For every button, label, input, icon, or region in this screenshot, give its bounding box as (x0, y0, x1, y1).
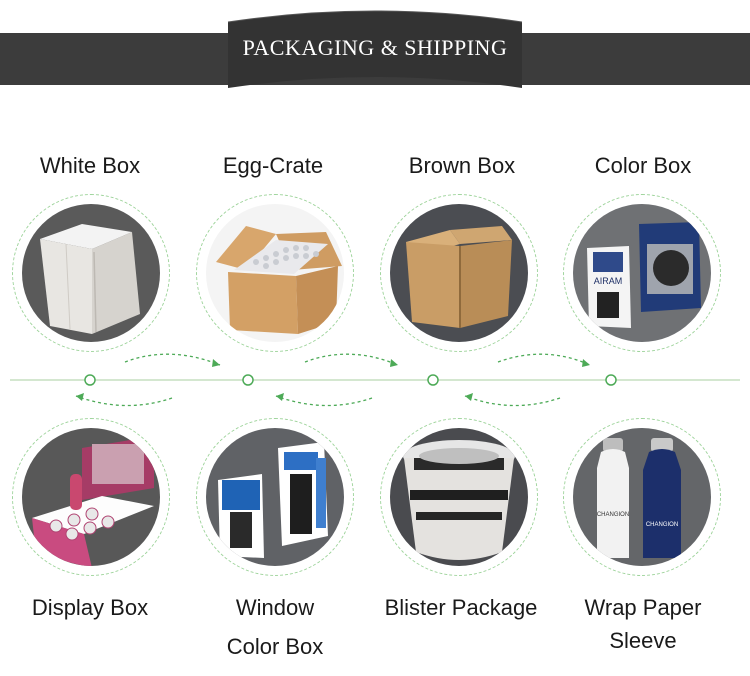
arrow-left (75, 395, 173, 407)
circle-color-box: AIRAM (563, 194, 721, 352)
window-color-box-image (206, 428, 344, 566)
label-blister-package: Blister Package (384, 595, 538, 620)
svg-text:CHANGION: CHANGION (646, 522, 678, 528)
timeline-node (242, 374, 254, 386)
white-box-image (22, 204, 160, 342)
label-white-box: White Box (39, 153, 141, 178)
label-window-line1: Window (235, 595, 315, 620)
label-brown-box: Brown Box (408, 153, 516, 178)
label-color-box: Color Box (594, 153, 692, 178)
wrap-paper-sleeve-image: CHANGION CHANGION (573, 428, 711, 566)
arrow-right (497, 353, 591, 366)
label-window-line2: Color Box (226, 634, 324, 659)
egg-crate-image (206, 204, 344, 342)
label-wrap-line2: Sleeve (609, 628, 677, 653)
label-display-box: Display Box (31, 595, 149, 620)
svg-text:CHANGION: CHANGION (597, 512, 629, 518)
label-egg-crate: Egg-Crate (222, 153, 324, 178)
circle-egg-crate (196, 194, 354, 352)
page-title: PACKAGING & SHIPPING (242, 35, 508, 60)
display-box-image (22, 428, 160, 566)
timeline-node (84, 374, 96, 386)
blister-package-image (390, 428, 528, 566)
arrow-left (275, 395, 373, 407)
label-wrap-line1: Wrap Paper (584, 595, 702, 620)
brown-box-image (390, 204, 528, 342)
timeline-node (427, 374, 439, 386)
circle-wrap-paper-sleeve: CHANGION CHANGION (563, 418, 721, 576)
arrow-right (304, 353, 399, 366)
circle-display-box (12, 418, 170, 576)
arrow-right (124, 353, 221, 366)
circle-window-color-box (196, 418, 354, 576)
ribbon-shape (227, 10, 523, 88)
arrow-left (464, 395, 561, 407)
circle-blister-package (380, 418, 538, 576)
circle-brown-box (380, 194, 538, 352)
svg-text:AIRAM: AIRAM (594, 276, 623, 286)
timeline-node (605, 374, 617, 386)
color-box-image: AIRAM (573, 204, 711, 342)
circle-white-box (12, 194, 170, 352)
